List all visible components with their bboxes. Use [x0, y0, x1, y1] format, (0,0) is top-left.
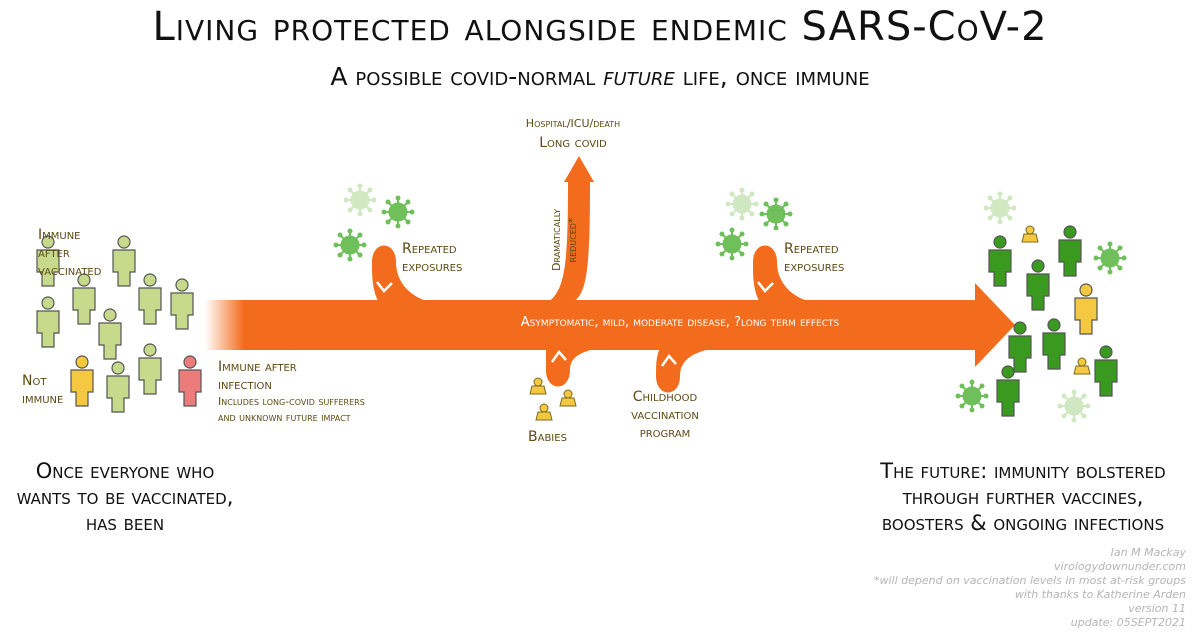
credit-version: version 11	[1128, 602, 1186, 615]
baby-icon	[535, 403, 553, 421]
baby-icon	[559, 389, 577, 407]
person-icon	[112, 235, 136, 287]
person-icon	[138, 273, 162, 325]
person-icon	[1094, 345, 1118, 397]
childhood-label: Childhood vaccination program	[631, 389, 699, 441]
page-title: Living protected alongside endemic SARS-…	[152, 4, 1048, 50]
chevron-icon	[550, 349, 567, 363]
right-caption: The future: immunity bolstered through f…	[880, 459, 1166, 535]
babies-curve	[546, 348, 600, 387]
outcome-branch-arrow	[548, 156, 594, 302]
person-icon	[178, 355, 202, 407]
left-caption: Once everyone who wants to be vaccinated…	[16, 459, 234, 535]
outcome-top-label: Hospital/ICU/death	[525, 117, 621, 130]
person-icon	[1026, 259, 1050, 311]
credit-thanks: with thanks to Katherine Arden	[1014, 588, 1186, 601]
exposures-label-1: Repeated exposures	[402, 241, 463, 275]
credit-update: update: 05SEPT2021	[1070, 616, 1186, 629]
exposure-curve-2	[753, 245, 821, 304]
virus-icon	[381, 195, 415, 229]
immune-after-vaccinated-label: Immune after vaccinated	[38, 227, 102, 279]
person-icon	[1042, 318, 1066, 370]
childhood-curve	[656, 348, 716, 393]
baby-icon	[1073, 357, 1091, 375]
reduced-label: Dramatically reduced*	[550, 209, 579, 271]
infection-note: Includes long-covid sufferers and unknow…	[218, 395, 365, 424]
baby-icons	[529, 377, 577, 421]
page-subtitle: A possible covid-normal future life, onc…	[0, 62, 1200, 91]
main-arrow-label: Asymptomatic, mild, moderate disease, ?l…	[520, 315, 840, 330]
virus-icon	[715, 227, 749, 261]
credits-block: Ian M Mackay virologydownunder.com *will…	[766, 546, 1186, 630]
person-icon	[106, 361, 130, 413]
person-icon	[1074, 283, 1098, 335]
person-icon	[170, 278, 194, 330]
immune-after-infection-label: Immune after infection	[218, 359, 297, 393]
chevron-icon	[376, 281, 393, 293]
person-icon	[138, 343, 162, 395]
person-icon	[1008, 321, 1032, 373]
credit-site: virologydownunder.com	[1054, 560, 1186, 573]
main-arrow	[205, 283, 1015, 367]
credit-author: Ian M Mackay	[1110, 546, 1186, 559]
virus-icon	[983, 191, 1017, 225]
person-icon	[70, 355, 94, 407]
outcome-bottom-label: Long covid	[539, 135, 607, 151]
not-immune-label: Not immune	[22, 373, 64, 407]
virus-icon	[343, 183, 377, 217]
exposures-label-2: Repeated exposures	[784, 241, 845, 275]
exposure-curve-1	[372, 245, 440, 304]
virus-icon	[333, 228, 367, 262]
person-icon	[1058, 225, 1082, 277]
baby-icon	[1021, 225, 1039, 243]
subtitle-emphasis: future	[603, 62, 675, 91]
person-icon	[996, 365, 1020, 417]
person-icon	[988, 235, 1012, 287]
virus-icon	[759, 197, 793, 231]
virus-icon	[725, 187, 759, 221]
babies-label: Babies	[528, 429, 567, 445]
chevron-icon	[757, 281, 774, 293]
virus-icon	[955, 379, 989, 413]
virus-icon	[1093, 241, 1127, 275]
person-icon	[36, 296, 60, 348]
person-icon	[72, 273, 96, 325]
baby-icon	[529, 377, 547, 395]
credit-footnote: *will depend on vaccination levels in mo…	[873, 574, 1186, 587]
chevron-icon	[660, 353, 677, 367]
subtitle-prefix: A possible covid-normal	[330, 62, 596, 91]
subtitle-suffix: life, once immune	[682, 62, 870, 91]
right-people	[988, 225, 1118, 417]
person-icon	[98, 308, 122, 360]
virus-icon	[1057, 389, 1091, 423]
